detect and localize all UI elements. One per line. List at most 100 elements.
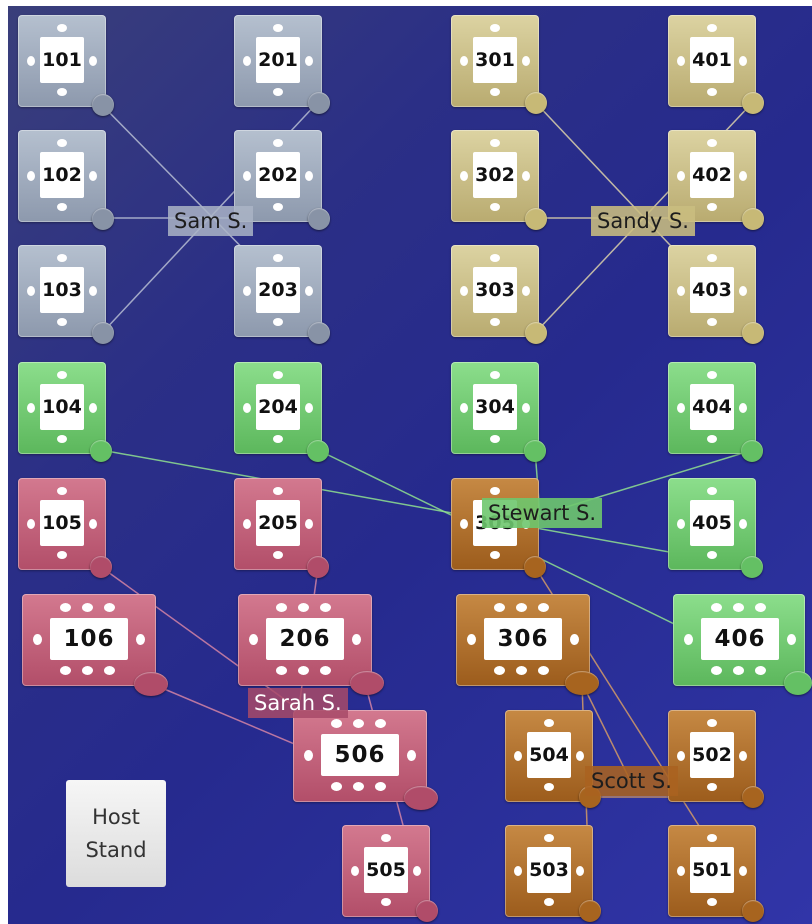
table-number: 103 xyxy=(40,267,84,313)
server-handle[interactable] xyxy=(742,92,764,114)
server-handle[interactable] xyxy=(90,556,112,578)
chair xyxy=(407,750,416,761)
chair xyxy=(494,666,505,675)
server-handle[interactable] xyxy=(525,322,547,344)
server-handle[interactable] xyxy=(90,440,112,462)
chair xyxy=(490,551,500,559)
server-handle[interactable] xyxy=(92,94,114,116)
table-102[interactable]: 102 xyxy=(18,130,106,222)
server-label-sarah[interactable]: Sarah S. xyxy=(248,688,348,718)
table-204[interactable]: 204 xyxy=(234,362,322,454)
table-201[interactable]: 201 xyxy=(234,15,322,107)
chair xyxy=(305,403,313,413)
chair xyxy=(57,254,67,262)
chair xyxy=(755,666,766,675)
chair xyxy=(677,751,685,761)
table-505[interactable]: 505 xyxy=(342,825,430,917)
server-label-stewart[interactable]: Stewart S. xyxy=(482,498,603,528)
table-506[interactable]: 506 xyxy=(293,710,427,802)
server-handle[interactable] xyxy=(404,786,438,810)
table-405[interactable]: 405 xyxy=(668,478,756,570)
table-number: 302 xyxy=(473,152,517,198)
chair xyxy=(522,56,530,66)
table-504[interactable]: 504 xyxy=(505,710,593,802)
chair xyxy=(305,171,313,181)
server-label-sandy[interactable]: Sandy S. xyxy=(591,206,695,236)
chair xyxy=(707,318,717,326)
table-406[interactable]: 406 xyxy=(673,594,805,686)
chair xyxy=(544,834,554,842)
table-403[interactable]: 403 xyxy=(668,245,756,337)
server-handle[interactable] xyxy=(784,671,812,695)
table-404[interactable]: 404 xyxy=(668,362,756,454)
server-handle[interactable] xyxy=(525,208,547,230)
server-handle[interactable] xyxy=(307,440,329,462)
server-handle[interactable] xyxy=(307,556,329,578)
table-304[interactable]: 304 xyxy=(451,362,539,454)
server-handle[interactable] xyxy=(416,900,438,922)
table-105[interactable]: 105 xyxy=(18,478,106,570)
table-103[interactable]: 103 xyxy=(18,245,106,337)
chair xyxy=(490,318,500,326)
server-handle[interactable] xyxy=(92,208,114,230)
chair xyxy=(514,866,522,876)
chair xyxy=(544,898,554,906)
table-205[interactable]: 205 xyxy=(234,478,322,570)
server-handle[interactable] xyxy=(134,672,168,696)
server-handle[interactable] xyxy=(92,322,114,344)
server-handle[interactable] xyxy=(308,92,330,114)
server-label-sam[interactable]: Sam S. xyxy=(168,206,254,236)
table-302[interactable]: 302 xyxy=(451,130,539,222)
server-handle[interactable] xyxy=(742,208,764,230)
table-104[interactable]: 104 xyxy=(18,362,106,454)
table-203[interactable]: 203 xyxy=(234,245,322,337)
table-502[interactable]: 502 xyxy=(668,710,756,802)
host-stand[interactable]: Host Stand xyxy=(66,780,166,887)
table-number: 101 xyxy=(40,37,84,83)
chair xyxy=(494,603,505,612)
server-handle[interactable] xyxy=(742,786,764,808)
chair xyxy=(707,203,717,211)
chair xyxy=(89,519,97,529)
chair xyxy=(249,634,258,645)
table-206[interactable]: 206 xyxy=(238,594,372,686)
chair xyxy=(89,286,97,296)
chair xyxy=(57,318,67,326)
table-501[interactable]: 501 xyxy=(668,825,756,917)
chair xyxy=(576,866,584,876)
table-401[interactable]: 401 xyxy=(668,15,756,107)
server-handle[interactable] xyxy=(565,671,599,695)
table-503[interactable]: 503 xyxy=(505,825,593,917)
chair xyxy=(677,866,685,876)
chair xyxy=(353,782,364,791)
server-handle[interactable] xyxy=(350,671,384,695)
chair xyxy=(89,171,97,181)
table-101[interactable]: 101 xyxy=(18,15,106,107)
chair xyxy=(57,203,67,211)
chair xyxy=(57,551,67,559)
server-handle[interactable] xyxy=(741,556,763,578)
chair xyxy=(460,171,468,181)
table-106[interactable]: 106 xyxy=(22,594,156,686)
chair xyxy=(82,666,93,675)
table-number: 402 xyxy=(690,152,734,198)
chair xyxy=(320,666,331,675)
table-306[interactable]: 306 xyxy=(456,594,590,686)
server-handle[interactable] xyxy=(741,440,763,462)
server-handle[interactable] xyxy=(742,322,764,344)
server-handle[interactable] xyxy=(308,322,330,344)
chair xyxy=(538,666,549,675)
table-303[interactable]: 303 xyxy=(451,245,539,337)
server-handle[interactable] xyxy=(308,208,330,230)
table-301[interactable]: 301 xyxy=(451,15,539,107)
table-number: 502 xyxy=(690,732,734,778)
chair xyxy=(516,666,527,675)
server-handle[interactable] xyxy=(742,900,764,922)
chair xyxy=(273,551,283,559)
server-handle[interactable] xyxy=(524,556,546,578)
server-handle[interactable] xyxy=(524,440,546,462)
server-label-scott[interactable]: Scott S. xyxy=(585,766,678,796)
chair xyxy=(27,56,35,66)
server-handle[interactable] xyxy=(525,92,547,114)
server-handle[interactable] xyxy=(579,900,601,922)
